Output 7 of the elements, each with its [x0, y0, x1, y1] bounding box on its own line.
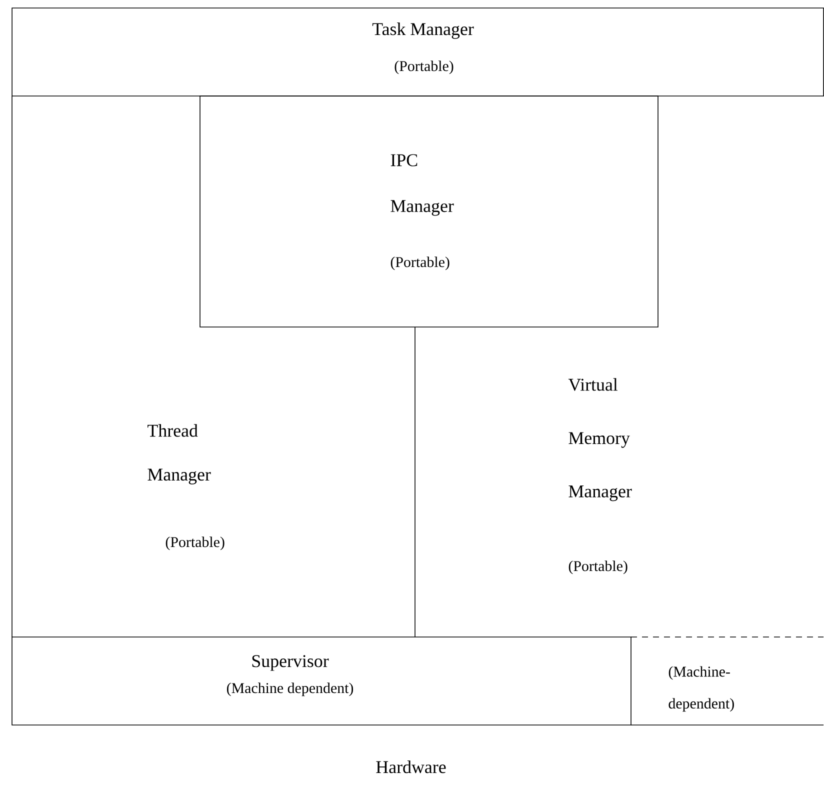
module-region: Virtual Memory Manager (Portable) — [568, 378, 632, 574]
layer-box: Task Manager (Portable) — [12, 8, 824, 96]
module-box: IPC Manager (Portable) — [200, 96, 658, 328]
layer-label: Hardware — [376, 760, 446, 774]
module-region: Thread Manager (Portable) — [148, 424, 224, 550]
layer-box: Supervisor (Machine dependent) — [12, 636, 632, 726]
layer-box: (Machine-dependent) — [630, 636, 824, 726]
